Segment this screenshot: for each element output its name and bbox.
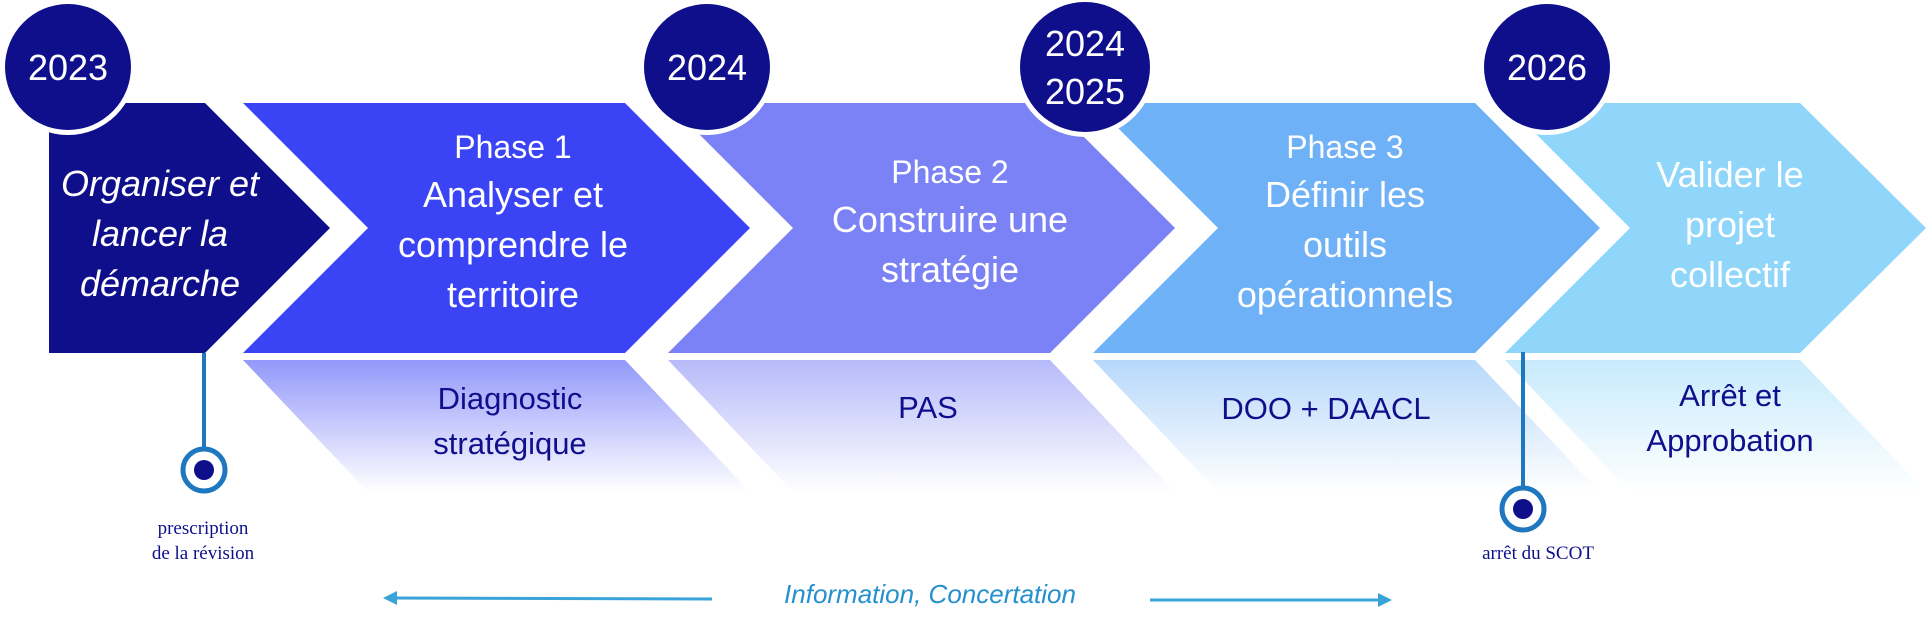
deliverable-phase1-line2: stratégique (433, 426, 586, 461)
step-organiser-shape (49, 103, 330, 353)
phase1-line1: Analyser et (423, 174, 603, 215)
prescription-label: prescription de la révision (152, 518, 255, 564)
arrow-left-head-icon (383, 591, 397, 605)
step-phase3-shape (1093, 103, 1600, 353)
phase3-reflection (1093, 360, 1600, 492)
phase2-reflection (668, 360, 1175, 492)
phase1-reflection (243, 360, 750, 492)
deliverable-validate-line2: Approbation (1646, 423, 1813, 458)
step-phase2-shape (668, 103, 1175, 353)
year-2024b-text: 2024 (1045, 23, 1125, 64)
validate-line3: collectif (1670, 254, 1791, 295)
step-phase1-text: Phase 1 Analyser et comprendre le territ… (398, 129, 628, 315)
arret-marker-dot (1513, 499, 1533, 519)
phase2-line2: stratégie (881, 249, 1019, 290)
phase3-line2: outils (1303, 224, 1387, 265)
prescription-line2: de la révision (152, 543, 255, 564)
concertation-arrow-left (392, 596, 713, 601)
deliverable-phase1-line1: Diagnostic (438, 381, 583, 416)
validate-line2: projet (1685, 204, 1775, 245)
validate-reflection (1505, 360, 1926, 492)
year-badge-2023: 2023 (0, 0, 136, 135)
year-badge-2024-2025: 2024 2025 (1015, 0, 1155, 137)
deliverable-phase2: PAS (898, 390, 958, 425)
year-2026-text: 2026 (1507, 47, 1587, 88)
prescription-line1: prescription (158, 518, 249, 539)
year-2024-text: 2024 (667, 47, 747, 88)
year-2025-text: 2025 (1045, 71, 1125, 112)
phase1-line3: territoire (447, 274, 579, 315)
phase2-label: Phase 2 (891, 154, 1008, 190)
organiser-line3: démarche (80, 263, 240, 304)
year-2023-text: 2023 (28, 47, 108, 88)
step-phase1-shape (243, 103, 750, 353)
phase2-line1: Construire une (832, 199, 1068, 240)
phase3-line3: opérationnels (1237, 274, 1453, 315)
prescription-marker-dot (194, 460, 214, 480)
arrow-right-head-icon (1378, 593, 1392, 607)
step-validate-shape (1505, 103, 1926, 353)
phase3-line1: Définir les (1265, 174, 1425, 215)
organiser-line2: lancer la (92, 213, 228, 254)
deliverables: Diagnostic stratégique PAS DOO + DAACL A… (433, 378, 1813, 461)
year-badge-2024: 2024 (639, 0, 775, 135)
phase1-line2: comprendre le (398, 224, 628, 265)
step-phase3-text: Phase 3 Définir les outils opérationnels (1237, 129, 1453, 315)
validate-line1: Valider le (1656, 154, 1803, 195)
step-organiser-text: Organiser et lancer la démarche (61, 163, 261, 304)
deliverable-phase3: DOO + DAACL (1221, 391, 1430, 426)
organiser-line1: Organiser et (61, 163, 261, 204)
year-badge-2026: 2026 (1479, 0, 1615, 135)
arret-label: arrêt du SCOT (1482, 543, 1594, 564)
step-phase2-text: Phase 2 Construire une stratégie (832, 154, 1068, 290)
deliverable-validate-line1: Arrêt et (1679, 378, 1781, 413)
phase1-label: Phase 1 (454, 129, 571, 165)
phase3-label: Phase 3 (1286, 129, 1403, 165)
concertation-label: Information, Concertation (784, 579, 1076, 609)
step-validate-text: Valider le projet collectif (1656, 154, 1803, 295)
